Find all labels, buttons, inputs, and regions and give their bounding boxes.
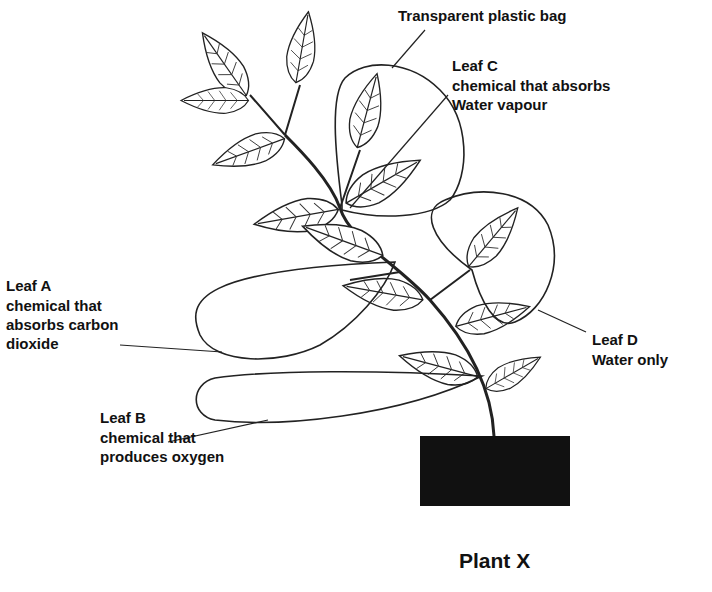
label-note: chemical that absorbs carbon dioxide (6, 296, 120, 353)
plastic-bag (196, 65, 555, 422)
stem (285, 135, 494, 436)
leaf-name: Leaf A (6, 276, 126, 295)
leaf-name: Leaf D (592, 330, 702, 349)
label-note: Water only (592, 350, 702, 369)
label-title: Transparent plastic bag (398, 6, 658, 25)
label-note: chemical that absorbs Water vapour (452, 76, 637, 114)
plant-pot (420, 436, 570, 506)
leaf-name: Leaf C (452, 56, 572, 75)
caption: Plant X (459, 548, 530, 574)
leaf-name: Leaf B (100, 408, 220, 427)
label-note: chemical that produces oxygen (100, 428, 240, 466)
